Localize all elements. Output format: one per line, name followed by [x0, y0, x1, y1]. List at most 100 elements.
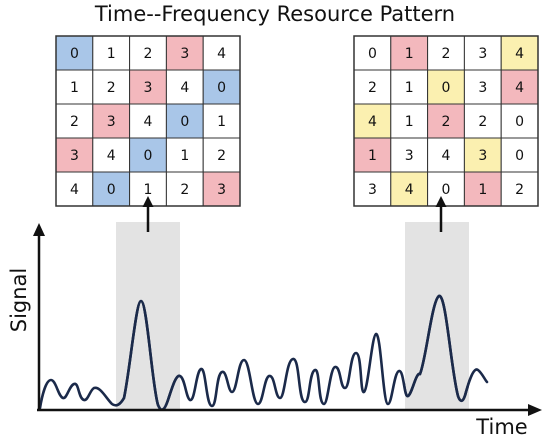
grid-cell-value: 0 [107, 182, 116, 198]
grid-cell: 4 [129, 103, 167, 139]
grid-cell: 3 [463, 69, 502, 105]
grid-cell: 0 [165, 103, 204, 139]
y-axis-label: Signal [7, 268, 31, 333]
grid-cell: 0 [427, 171, 465, 207]
grid-cell: 4 [92, 137, 131, 173]
grid-cell-background [463, 69, 502, 105]
grid-cell: 2 [463, 103, 502, 139]
grid-cell-background [165, 69, 204, 105]
x-axis [37, 404, 542, 416]
grid-cell-value: 3 [107, 114, 116, 130]
grid-cell: 2 [427, 35, 465, 71]
grid-cell-value: 0 [368, 46, 377, 62]
grid-cell-background [463, 137, 502, 173]
grid-cell-value: 2 [107, 80, 116, 96]
grid-cell-value: 2 [70, 114, 79, 130]
grid-cell: 1 [390, 69, 429, 105]
arrow-up-right [435, 196, 447, 232]
grid-cell: 3 [55, 137, 94, 173]
grid-cell: 0 [202, 69, 241, 105]
grid-cell-value: 1 [405, 114, 414, 130]
grid-cell-value: 0 [144, 148, 153, 164]
grid-cell-value: 4 [368, 114, 377, 130]
grid-cell: 1 [202, 103, 241, 139]
grid-cell-value: 0 [70, 46, 79, 62]
grid-cell-value: 4 [405, 182, 414, 198]
grid-cell: 2 [202, 137, 241, 173]
grid-cell: 0 [129, 137, 167, 173]
grid-cell: 3 [92, 103, 131, 139]
grid-cell-background [202, 103, 241, 139]
grid-cell-background [55, 103, 94, 139]
grid-cell-background [92, 69, 131, 105]
grid-cell: 4 [202, 35, 241, 71]
grid-cell-value: 4 [217, 46, 226, 62]
grid-cell-value: 0 [515, 148, 524, 164]
grid-cell-value: 3 [70, 148, 79, 164]
grid-cell-value: 3 [478, 148, 487, 164]
grid-cell-value: 3 [478, 46, 487, 62]
grid-cell-value: 3 [217, 182, 226, 198]
grid-cell-background [92, 171, 131, 207]
grid-cell-value: 0 [180, 114, 189, 130]
grid-cell: 1 [92, 35, 131, 71]
grid-cell: 0 [427, 69, 465, 105]
grid-cell-background [353, 171, 392, 207]
grid-cell-value: 2 [180, 182, 189, 198]
grid-cell-background [129, 103, 167, 139]
y-axis [33, 223, 45, 410]
grid-cell-value: 4 [515, 80, 524, 96]
grid-cell: 2 [129, 35, 167, 71]
grid-cell-value: 4 [442, 148, 451, 164]
grid-cell: 1 [55, 69, 94, 105]
grid-cell: 3 [463, 35, 502, 71]
grid-cell-value: 2 [144, 46, 153, 62]
grid-cell-value: 1 [70, 80, 79, 96]
x-axis-label: Time [475, 415, 527, 439]
grid-cell-background [427, 103, 465, 139]
grid-cell: 0 [353, 35, 392, 71]
grid-cell: 4 [427, 137, 465, 173]
grid-cell: 2 [92, 69, 131, 105]
grid-cell-value: 4 [107, 148, 116, 164]
grid-cell-value: 2 [442, 46, 451, 62]
grid-cell: 3 [463, 137, 502, 173]
grid-cell-background [427, 69, 465, 105]
grid-cell-value: 4 [515, 46, 524, 62]
arrow-up-left [142, 196, 154, 232]
grid-cell-value: 1 [368, 148, 377, 164]
grid-cell: 2 [353, 69, 392, 105]
grid-cell-value: 3 [368, 182, 377, 198]
grid-cell-background [92, 137, 131, 173]
grid-cell: 4 [165, 69, 204, 105]
grid-cell: 4 [500, 69, 539, 105]
grid-cell: 3 [129, 69, 167, 105]
grid-cell-background [129, 137, 167, 173]
grid-cell-background [55, 171, 94, 207]
grid-cell: 4 [500, 35, 539, 71]
grid-cell-background [390, 137, 429, 173]
grid-cell: 2 [55, 103, 94, 139]
grid-cell-value: 1 [107, 46, 116, 62]
grid-cell: 2 [500, 171, 539, 207]
grid-cell-value: 3 [478, 80, 487, 96]
grid-cell: 1 [463, 171, 502, 207]
grid-cell: 0 [500, 103, 539, 139]
grid-cell-value: 0 [442, 182, 451, 198]
grid-cell-value: 1 [180, 148, 189, 164]
grid-cell: 3 [353, 171, 392, 207]
grid-cell: 3 [202, 171, 241, 207]
grid-cell-background [463, 103, 502, 139]
grid-cell-value: 1 [478, 182, 487, 198]
grid-cell: 1 [165, 137, 204, 173]
grid-cell-background [427, 171, 465, 207]
grid-cell: 1 [353, 137, 392, 173]
grid-cell: 3 [165, 35, 204, 71]
grid-cell-background [202, 171, 241, 207]
grid-cell: 2 [165, 171, 204, 207]
grid-cell-background [165, 171, 204, 207]
grid-cell: 4 [390, 171, 429, 207]
grid-cell-value: 1 [405, 80, 414, 96]
grid-cell: 1 [390, 35, 429, 71]
